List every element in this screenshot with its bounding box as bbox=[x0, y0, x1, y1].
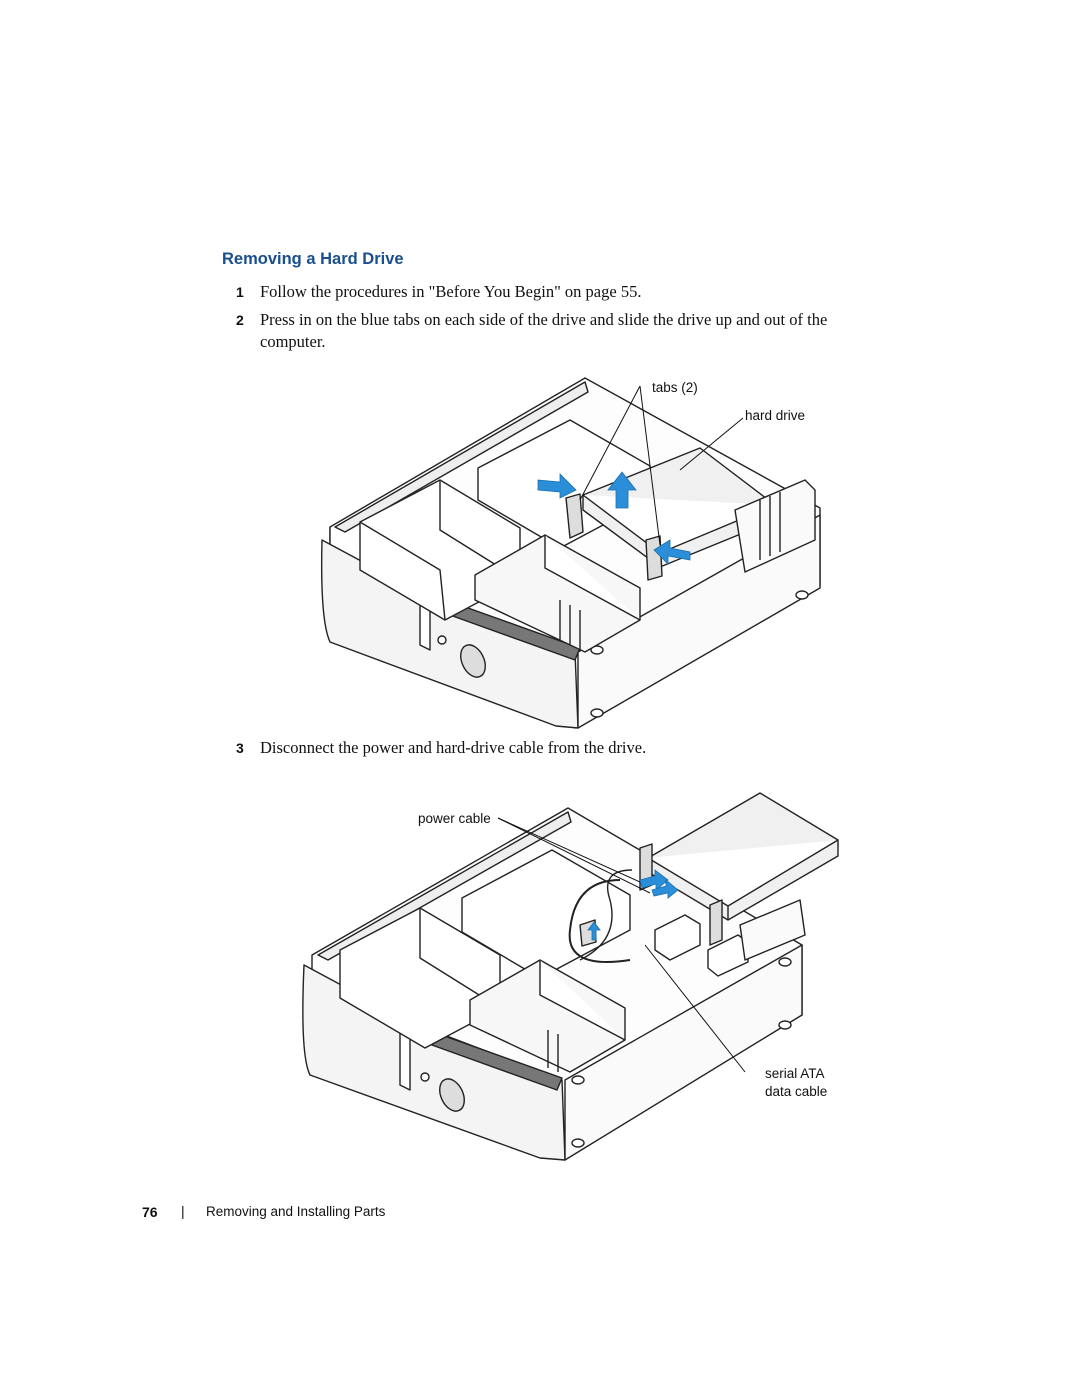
callout-data-cable: data cable bbox=[765, 1084, 828, 1099]
step-2: 2 Press in on the blue tabs on each side… bbox=[236, 309, 886, 353]
step-3: 3 Disconnect the power and hard-drive ca… bbox=[236, 737, 886, 759]
page-number: 76 bbox=[142, 1204, 158, 1220]
section-heading: Removing a Hard Drive bbox=[222, 250, 404, 268]
step-text: Follow the procedures in "Before You Beg… bbox=[260, 282, 642, 301]
step-text: Press in on the blue tabs on each side o… bbox=[260, 310, 828, 351]
step-number: 2 bbox=[236, 312, 244, 328]
footer-separator: | bbox=[181, 1203, 185, 1219]
step-number: 3 bbox=[236, 740, 244, 756]
chapter-title: Removing and Installing Parts bbox=[206, 1204, 386, 1219]
step-number: 1 bbox=[236, 284, 244, 300]
step-text: Disconnect the power and hard-drive cabl… bbox=[260, 738, 647, 757]
callout-serial-ata: serial ATA bbox=[765, 1066, 825, 1081]
callout-tabs: tabs (2) bbox=[652, 380, 698, 395]
step-1: 1 Follow the procedures in "Before You B… bbox=[236, 281, 886, 303]
callout-hard-drive: hard drive bbox=[745, 408, 806, 423]
callout-power-cable: power cable bbox=[418, 811, 491, 826]
